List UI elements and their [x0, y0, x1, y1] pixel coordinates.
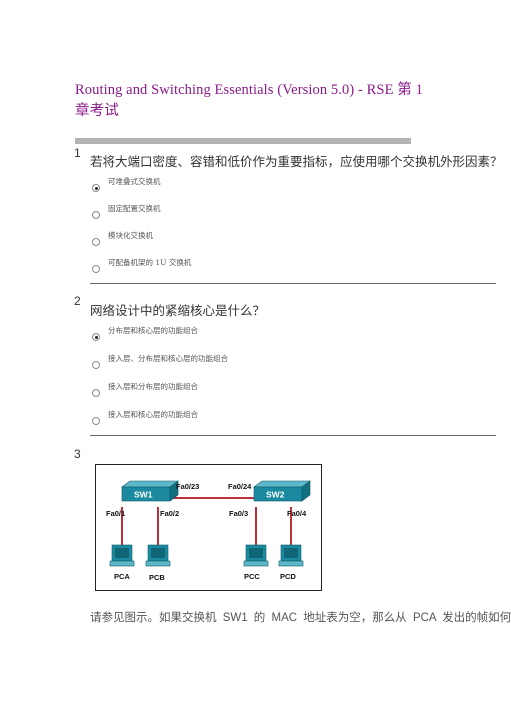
question-text: 请参见图示。如果交换机 SW1 的 MAC 地址表为空，那么从 PCA 发出的帧…	[90, 612, 511, 624]
pc-pcb-icon	[145, 544, 171, 567]
question-divider	[90, 283, 496, 284]
pc-label: PCB	[149, 573, 165, 582]
option-radio[interactable]	[92, 211, 100, 219]
port-label: Fa0/24	[228, 482, 252, 491]
option-label: 接入层、分布层和核心层的功能组合	[108, 354, 228, 363]
option-radio[interactable]	[92, 389, 100, 397]
network-topology-figure: SW1 SW2 Fa0/23 Fa0/24 Fa0/1 Fa0/2 Fa0/3 …	[95, 464, 322, 591]
option-label: 可配备机架的 1U 交换机	[108, 258, 192, 267]
pc-pcd-icon	[278, 544, 304, 567]
switch-label: SW2	[266, 490, 285, 500]
option-label: 接入层和核心层的功能组合	[108, 410, 198, 419]
doc-title-line2: 章考试	[75, 103, 119, 119]
question-number: 3	[74, 447, 81, 461]
question-number: 2	[74, 294, 81, 308]
question-divider	[90, 435, 496, 436]
option-label: 模块化交换机	[108, 231, 153, 240]
pc-pcc-icon	[243, 544, 269, 567]
port-label: Fa0/1	[106, 509, 125, 518]
network-links	[121, 497, 292, 547]
question-number: 1	[74, 146, 81, 160]
option-radio-selected[interactable]	[92, 184, 100, 192]
option-radio[interactable]	[92, 361, 100, 369]
switch-sw1-icon: SW1	[121, 480, 179, 502]
doc-title-line1: Routing and Switching Essentials (Versio…	[75, 82, 423, 98]
question-text: 网络设计中的紧缩核心是什么？	[90, 303, 266, 318]
question-text: 若将大端口密度、容错和低价作为重要指标，应使用哪个交换机外形因素？	[90, 154, 503, 169]
option-radio[interactable]	[92, 265, 100, 273]
option-radio[interactable]	[92, 417, 100, 425]
option-label: 可堆叠式交换机	[108, 177, 161, 186]
option-label: 分布层和核心层的功能组合	[108, 326, 198, 335]
option-label: 固定配置交换机	[108, 204, 161, 213]
port-label: Fa0/23	[176, 482, 199, 491]
option-label: 接入层和分布层的功能组合	[108, 382, 198, 391]
pc-label: PCD	[280, 572, 296, 581]
port-label: Fa0/3	[229, 509, 248, 518]
pc-pca-icon	[109, 544, 135, 567]
pc-label: PCC	[244, 572, 260, 581]
switch-label: SW1	[134, 490, 153, 500]
option-radio[interactable]	[92, 238, 100, 246]
switch-sw2-icon: SW2	[253, 480, 311, 502]
title-rule	[75, 138, 411, 144]
pc-label: PCA	[114, 572, 130, 581]
option-radio-selected[interactable]	[92, 333, 100, 341]
port-label: Fa0/2	[160, 509, 179, 518]
port-label: Fa0/4	[287, 509, 307, 518]
